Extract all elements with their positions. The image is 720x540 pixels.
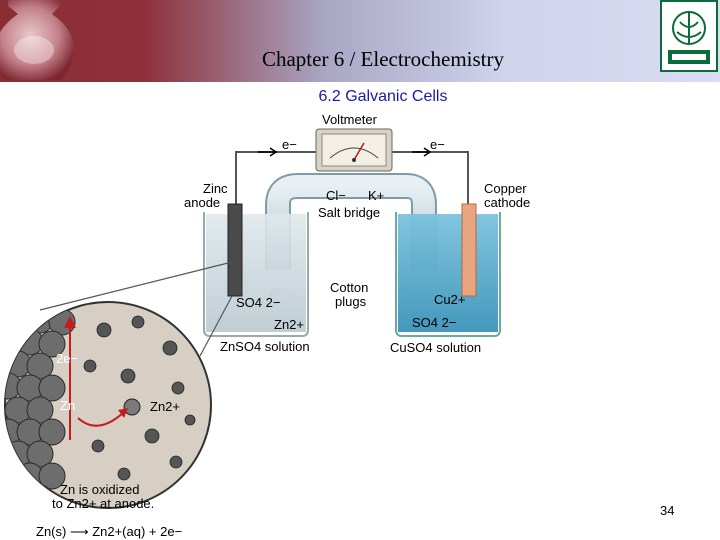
voltmeter — [316, 129, 392, 171]
right-solution-label: CuSO4 solution — [390, 341, 481, 355]
page-number: 34 — [660, 503, 674, 518]
right-ion-copper: Cu2+ — [434, 293, 465, 307]
salt-bridge-label: Salt bridge — [318, 206, 380, 220]
anode-label-line1: Zinc — [203, 182, 228, 196]
copper-electrode — [462, 204, 476, 296]
left-solution-label: ZnSO4 solution — [220, 340, 310, 354]
anode-label-line2: anode — [184, 196, 220, 210]
inset-zinc-ion-label: Zn2+ — [150, 400, 180, 414]
left-ion-sulfate: SO4 2− — [236, 296, 280, 310]
electron-label-right: e− — [430, 138, 445, 152]
caption-line1: Zn is oxidized — [60, 483, 139, 497]
zinc-electrode — [228, 204, 242, 296]
salt-bridge-ion-k: K+ — [368, 189, 384, 203]
cathode-label-line1: Copper — [484, 182, 527, 196]
right-ion-sulfate: SO4 2− — [412, 316, 456, 330]
voltmeter-label: Voltmeter — [322, 113, 377, 127]
cotton-plugs-line2: plugs — [335, 295, 366, 309]
inset-electrons-label: 2e− — [56, 352, 78, 366]
inset-zinc-label: Zn — [60, 399, 75, 413]
oxidation-equation: Zn(s) ⟶ Zn2+(aq) + 2e− — [36, 525, 182, 539]
left-ion-zinc: Zn2+ — [274, 318, 304, 332]
caption-line2: to Zn2+ at anode. — [52, 497, 154, 511]
cotton-plugs-line1: Cotton — [330, 281, 368, 295]
cathode-label-line2: cathode — [484, 196, 530, 210]
salt-bridge-ion-cl: Cl− — [326, 189, 346, 203]
electron-label-left: e− — [282, 138, 297, 152]
zn-ion-released — [124, 399, 140, 415]
